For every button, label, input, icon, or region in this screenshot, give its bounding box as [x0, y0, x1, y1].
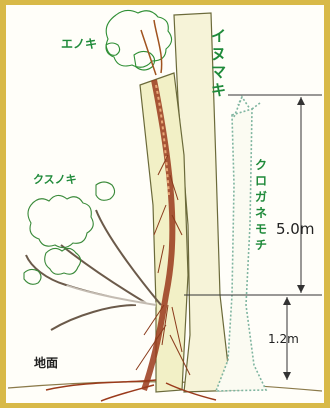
inumaki-char-3: マ: [211, 63, 226, 81]
label-kuroganemochi: ク ロ ガ ネ モ チ: [255, 158, 271, 252]
kusunoki-branches: [26, 210, 161, 330]
tree-diagram: エノキ クスノキ イ ヌ マ キ ク ロ ガ ネ モ チ 5.0m 1.2m 地…: [6, 5, 324, 403]
kuroganemochi-char-5: モ: [255, 222, 267, 236]
inumaki-char-4: キ: [211, 81, 226, 99]
inumaki-char-2: ヌ: [211, 45, 226, 63]
lower-height-value: 1.2m: [268, 332, 299, 346]
upper-height-value: 5.0m: [276, 220, 314, 238]
kusunoki-branch-highlight: [66, 287, 156, 305]
diagram-canvas: エノキ クスノキ イ ヌ マ キ ク ロ ガ ネ モ チ 5.0m 1.2m 地…: [6, 5, 324, 403]
kuroganemochi-char-2: ロ: [255, 174, 267, 188]
kuroganemochi-char-4: ネ: [255, 206, 267, 220]
label-kusunoki: クスノキ: [33, 173, 77, 186]
inumaki-char-1: イ: [211, 27, 226, 45]
label-ground: 地面: [34, 355, 58, 370]
label-enoki: エノキ: [61, 37, 97, 51]
label-inumaki: イ ヌ マ キ: [211, 27, 231, 99]
kuroganemochi-char-3: ガ: [255, 189, 267, 204]
kuroganemochi-char-6: チ: [255, 238, 267, 252]
kuroganemochi-char-1: ク: [255, 158, 267, 172]
